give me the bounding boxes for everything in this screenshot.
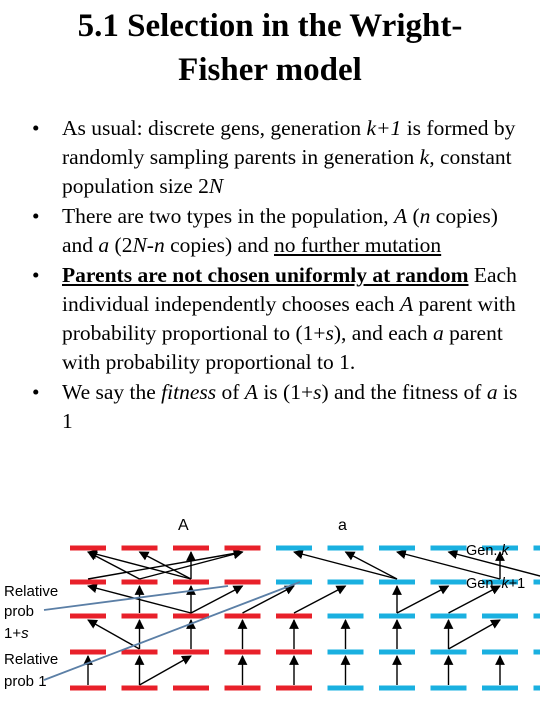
- bullet-text: ) and the fitness of: [321, 380, 487, 404]
- bullet-text: no further mutation: [273, 233, 442, 257]
- bullet-text: (2: [109, 233, 133, 257]
- parent-arrow: [344, 551, 398, 580]
- bullet-text: a: [486, 380, 498, 404]
- bullet-text: Parents are not chosen uniformly at rand…: [62, 263, 469, 287]
- bullet-text: is 1: [62, 380, 518, 433]
- bullet-item: • We say the fitness of A is (1+s) and th…: [28, 378, 528, 436]
- parent-arrow: [293, 585, 347, 614]
- pointer-line: [43, 585, 229, 611]
- parent-arrow: [396, 549, 501, 580]
- bullet-text: of: [216, 380, 245, 404]
- bullet-text: parent with probability proportional to …: [62, 292, 516, 345]
- parent-arrow: [139, 655, 192, 686]
- svg-text:Relative: Relative: [4, 651, 58, 668]
- bullet-text: a: [432, 321, 444, 345]
- bullet-text: a: [98, 233, 110, 257]
- type-a-label: a: [338, 517, 347, 534]
- parent-arrow: [139, 549, 244, 580]
- bullet-text: k,: [419, 145, 435, 169]
- relative-prob-A-label: Relative prob 1+s: [4, 583, 58, 642]
- bullet-text: is formed by randomly sampling parents i…: [62, 116, 516, 169]
- bullet-text: s: [313, 380, 322, 404]
- relative-prob-a-label: Relative prob 1: [4, 651, 58, 690]
- type-A-label: A: [178, 517, 189, 534]
- bullet-text: A: [244, 380, 258, 404]
- parent-arrows: [83, 548, 540, 686]
- parent-arrow: [242, 585, 295, 614]
- parent-arrow: [293, 549, 398, 580]
- bullet-text: copies) and: [62, 204, 498, 257]
- svg-text:1+s: 1+s: [4, 625, 29, 642]
- svg-text:prob: prob: [4, 603, 34, 620]
- bullet-text: (: [407, 204, 420, 228]
- bullet-item: •There are two types in the population, …: [28, 202, 528, 260]
- bullet-text: s: [325, 321, 334, 345]
- slide-title-line-2: Fisher model: [178, 52, 362, 88]
- parent-arrow: [396, 585, 450, 614]
- parent-arrow: [190, 585, 244, 614]
- bullet-text: We say the: [62, 380, 162, 404]
- bullet-text: N: [208, 174, 224, 198]
- bullet-text: constant population size 2: [62, 145, 512, 198]
- individual-bars: [70, 545, 540, 691]
- bullet-text: N-n: [132, 233, 165, 257]
- bullet-text: fitness: [161, 380, 217, 404]
- bullet-text: k+1: [366, 116, 402, 140]
- bullet-text: A: [393, 204, 408, 228]
- bullet-text: n: [419, 204, 431, 228]
- svg-text:prob 1: prob 1: [4, 673, 47, 690]
- bullet-text: Each individual independently chooses ea…: [62, 263, 517, 316]
- svg-text:Relative: Relative: [4, 583, 58, 600]
- bullet-dot: •: [32, 204, 40, 228]
- parent-arrow: [448, 619, 501, 650]
- bullet-item: • Parents are not chosen uniformly at ran…: [28, 261, 528, 377]
- bullet-text: A: [399, 292, 414, 316]
- parent-arrow: [87, 548, 244, 580]
- pointer-line: [43, 581, 301, 681]
- bullet-dot: •: [32, 263, 40, 287]
- bullet-dot: •: [32, 380, 40, 404]
- bullet-text: copies) and: [164, 233, 274, 257]
- bullet-text: There are two types in the population,: [62, 204, 394, 228]
- parent-arrow: [87, 619, 140, 650]
- bullet-item: • As usual: discrete gens, generation k+1…: [28, 114, 528, 201]
- pointer-lines: [43, 581, 301, 681]
- bullet-dot: •: [32, 116, 40, 140]
- bullet-text: ), and each: [333, 321, 433, 345]
- bullet-text: is (1+: [257, 380, 314, 404]
- bullet-text: parent with probability proportional to …: [62, 321, 503, 374]
- parent-arrow: [87, 549, 192, 580]
- parent-arrow: [448, 585, 501, 614]
- gen-k-label: Gen. k: [466, 543, 509, 559]
- gen-k1-label: Gen. k+1: [466, 576, 525, 592]
- slide-title: 5.1 Selection in the Wright- Fisher mode…: [0, 4, 540, 92]
- bullet-list: • As usual: discrete gens, generation k+1…: [28, 114, 528, 437]
- bullet-text: As usual: discrete gens, generation: [62, 116, 367, 140]
- slide-title-line-1: 5.1 Selection in the Wright-: [77, 8, 463, 44]
